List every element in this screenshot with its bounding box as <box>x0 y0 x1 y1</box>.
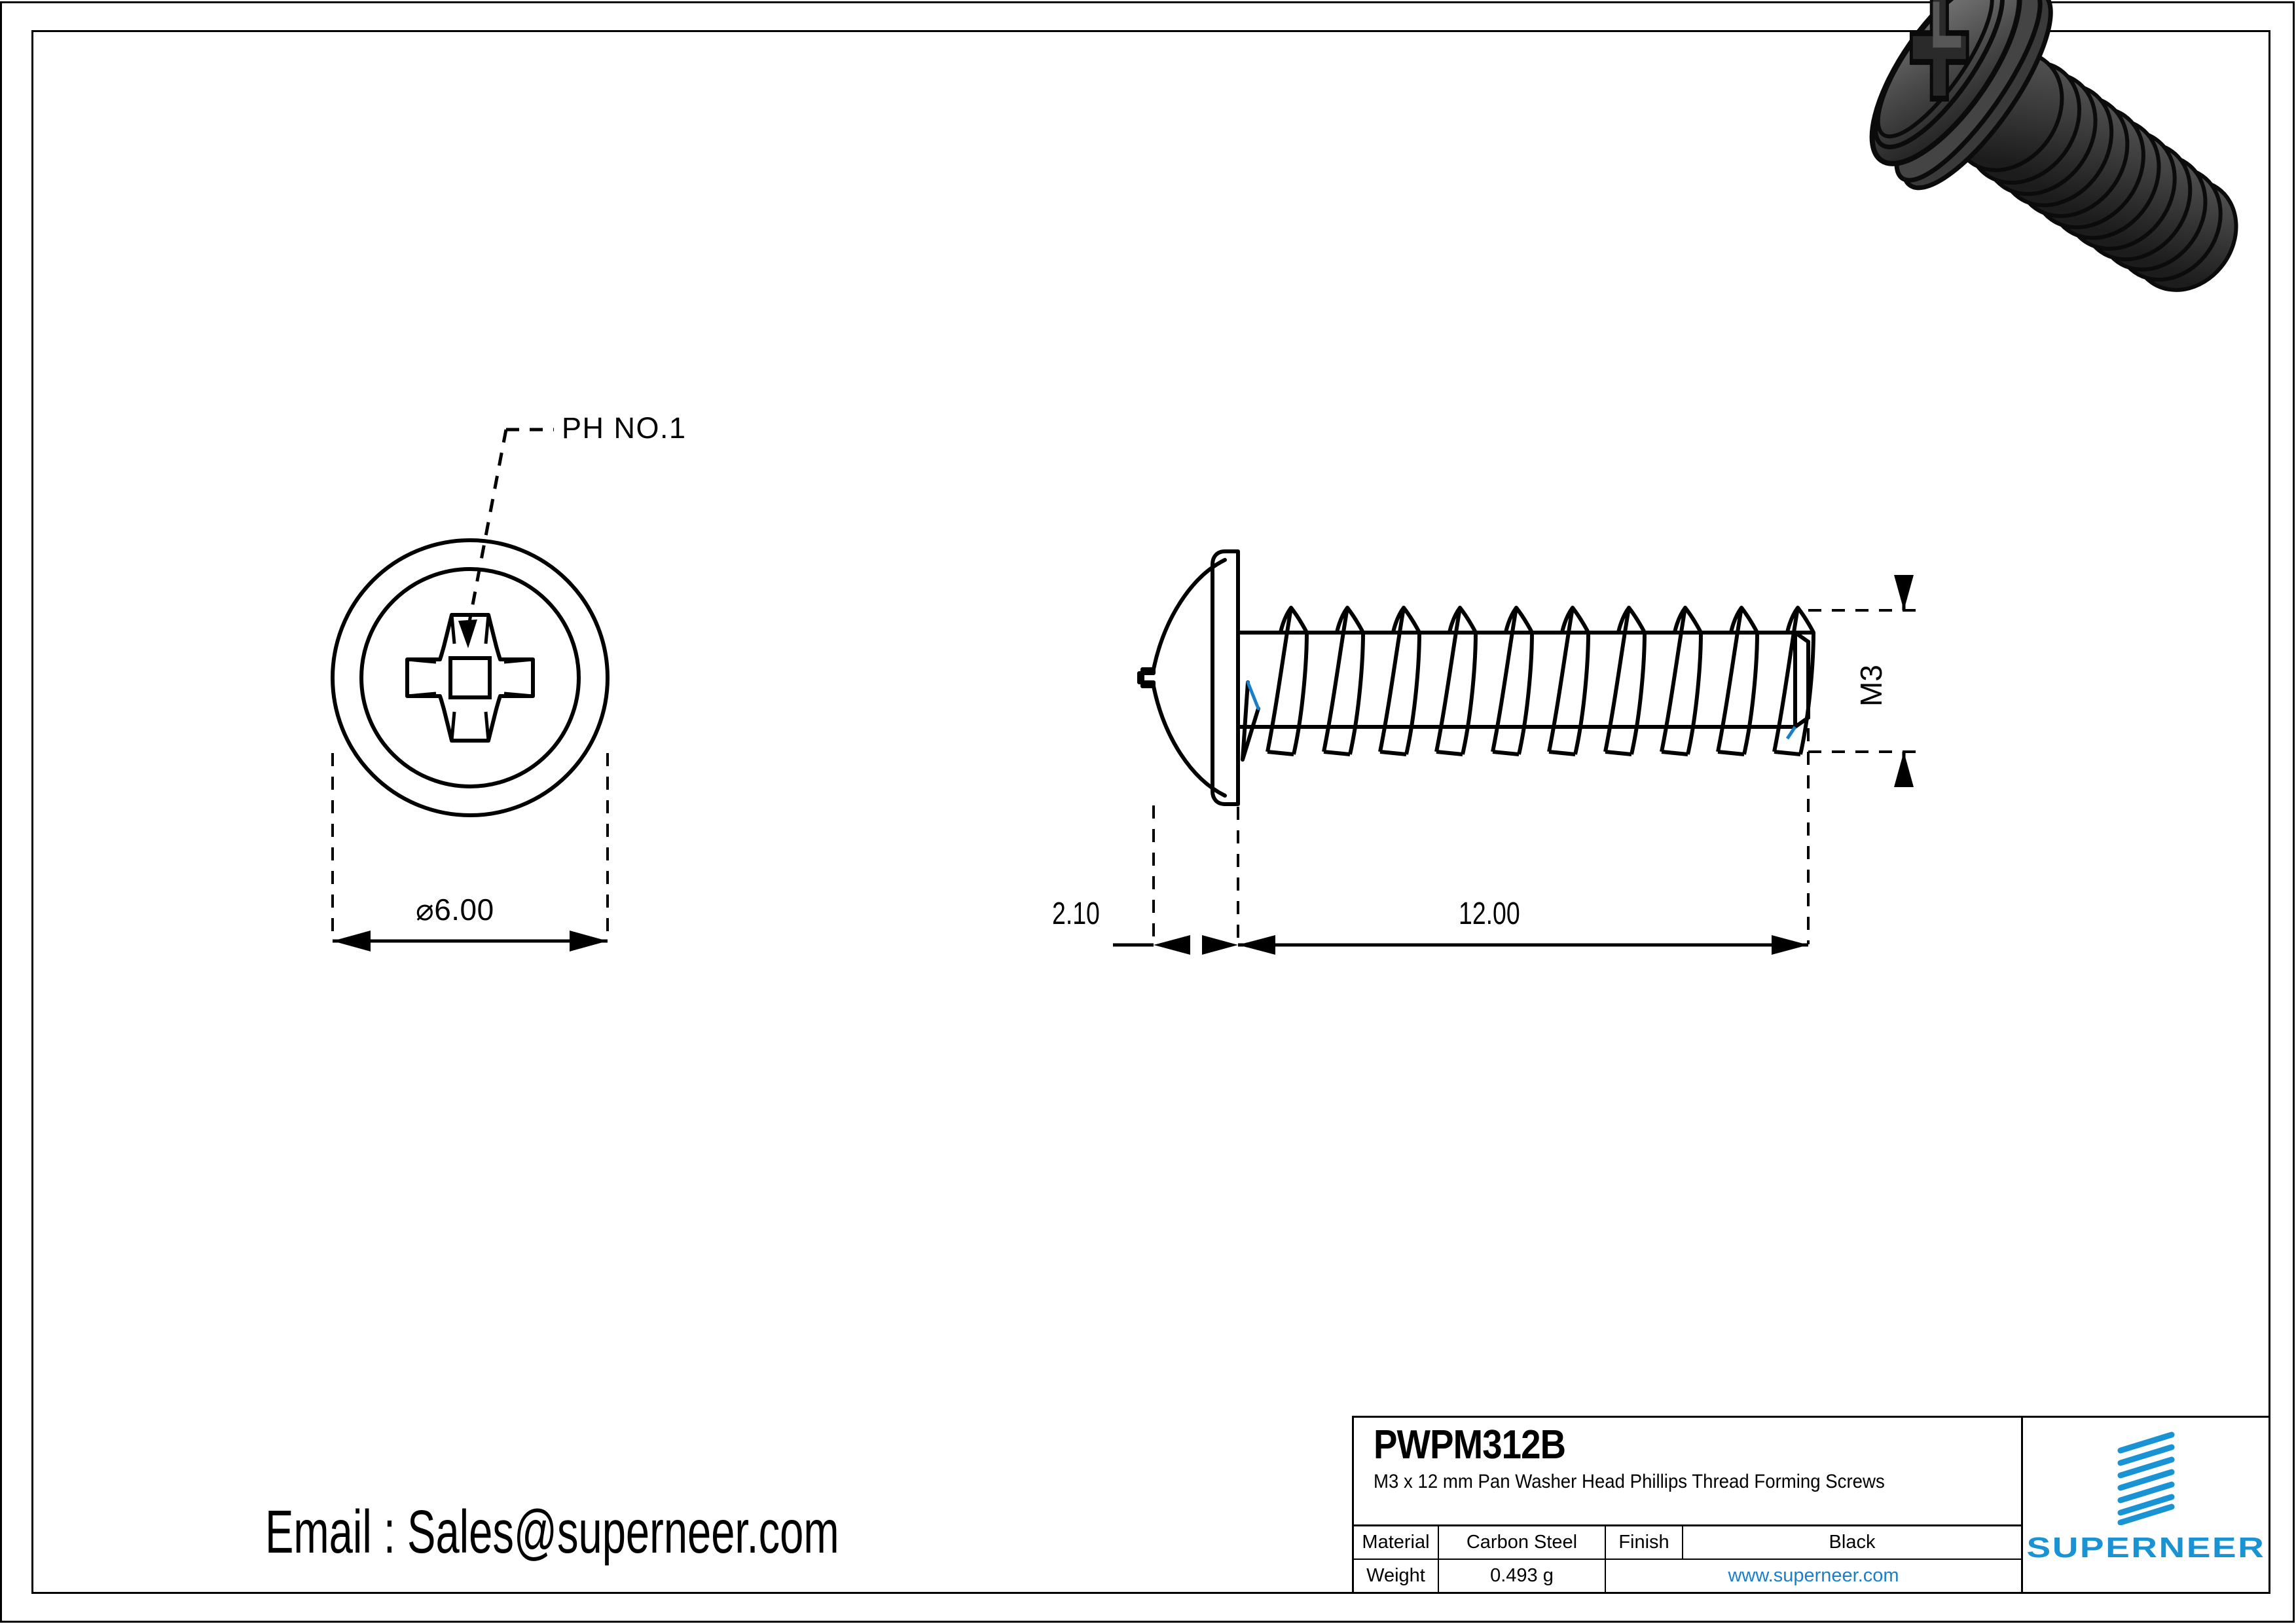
weight-value: 0.493 g <box>1438 1560 1605 1592</box>
material-label: Material <box>1362 1532 1430 1553</box>
finish-value: Black <box>1682 1526 2021 1559</box>
part-code: PWPM312B <box>1374 1422 1566 1467</box>
table-row: Weight 0.493 g www.superneer.com <box>1354 1559 2021 1592</box>
title-block: PWPM312B M3 x 12 mm Pan Washer Head Phil… <box>1352 1416 2270 1594</box>
weight-label: Weight <box>1366 1565 1425 1586</box>
sheet-inner-border <box>31 30 2270 1594</box>
brand-panel: SUPERNEER <box>2023 1418 2269 1592</box>
website-link[interactable]: www.superneer.com <box>1605 1560 2021 1592</box>
title-block-spec-rows: Material Carbon Steel Finish Black Weigh… <box>1354 1524 2021 1592</box>
email-text: Email : Sales@superneer.com <box>265 1498 839 1566</box>
brand-wordmark: SUPERNEER <box>2026 1532 2265 1564</box>
part-description: M3 x 12 mm Pan Washer Head Phillips Thre… <box>1374 1471 1885 1493</box>
finish-label: Finish <box>1605 1526 1682 1559</box>
length-dimension-label: 12.00 <box>1459 896 1520 931</box>
material-value: Carbon Steel <box>1438 1526 1605 1559</box>
diameter-dimension-label: ⌀6.00 <box>416 893 494 927</box>
head-height-dimension-label: 2.10 <box>1052 896 1100 931</box>
title-block-info: PWPM312B M3 x 12 mm Pan Washer Head Phil… <box>1354 1418 2023 1592</box>
thread-size-label: M3 <box>1853 665 1888 707</box>
superneer-logo-icon <box>2117 1431 2174 1525</box>
ph-no1-label: PH NO.1 <box>562 411 687 445</box>
title-block-header: PWPM312B M3 x 12 mm Pan Washer Head Phil… <box>1354 1418 2021 1524</box>
table-row: Material Carbon Steel Finish Black <box>1354 1526 2021 1559</box>
